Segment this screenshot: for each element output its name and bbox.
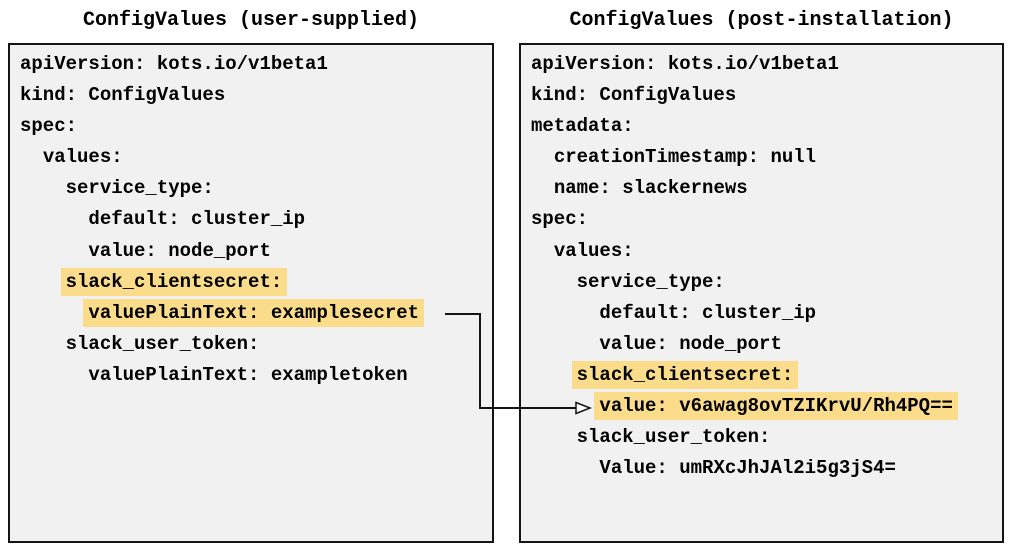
- yaml-indent: [531, 177, 554, 199]
- yaml-indent: [20, 146, 43, 168]
- yaml-line: spec:: [531, 204, 996, 235]
- yaml-text: metadata:: [531, 115, 634, 138]
- yaml-text: values:: [553, 239, 634, 262]
- yaml-text: value: node_port: [88, 239, 271, 262]
- yaml-line: Value: umRXcJhJAl2i5g3jS4=: [531, 453, 996, 484]
- yaml-line: valuePlainText: exampletoken: [20, 360, 486, 391]
- yaml-text: kind: ConfigValues: [531, 84, 737, 107]
- yaml-indent: [20, 208, 88, 230]
- yaml-line-highlighted: slack_clientsecret:: [531, 360, 996, 391]
- yaml-line: default: cluster_ip: [531, 298, 996, 329]
- yaml-text: name: slackernews: [553, 177, 748, 200]
- yaml-text: service_type:: [576, 270, 725, 293]
- yaml-indent: [531, 271, 577, 293]
- yaml-line: values:: [531, 236, 996, 267]
- config-panel-user-supplied: apiVersion: kots.io/v1beta1 kind: Config…: [8, 43, 494, 543]
- yaml-text: kind: ConfigValues: [20, 84, 226, 107]
- yaml-indent: [20, 302, 88, 324]
- left-panel-title: ConfigValues (user-supplied): [82, 9, 420, 32]
- yaml-line: default: cluster_ip: [20, 204, 486, 235]
- yaml-text: valuePlainText: exampletoken: [88, 363, 408, 386]
- yaml-line: spec:: [20, 111, 486, 142]
- yaml-line: creationTimestamp: null: [531, 142, 996, 173]
- yaml-indent: [531, 333, 599, 355]
- yaml-text: value: node_port: [599, 332, 782, 355]
- yaml-line: values:: [20, 142, 486, 173]
- yaml-line-highlighted: valuePlainText: examplesecret: [20, 298, 486, 329]
- yaml-indent: [531, 240, 554, 262]
- yaml-line: kind: ConfigValues: [531, 80, 996, 111]
- yaml-line: apiVersion: kots.io/v1beta1: [20, 49, 486, 80]
- yaml-indent: [20, 177, 66, 199]
- yaml-text: spec:: [531, 208, 589, 231]
- yaml-line: slack_user_token:: [531, 422, 996, 453]
- yaml-text: values:: [42, 146, 123, 169]
- yaml-line: value: node_port: [20, 236, 486, 267]
- yaml-code-block: apiVersion: kots.io/v1beta1 kind: Config…: [521, 45, 1002, 484]
- yaml-line: value: node_port: [531, 329, 996, 360]
- yaml-line-highlighted: slack_clientsecret:: [20, 267, 486, 298]
- yaml-indent: [20, 271, 66, 293]
- yaml-text: apiVersion: kots.io/v1beta1: [531, 53, 839, 75]
- yaml-indent: [20, 333, 66, 355]
- yaml-indent: [531, 395, 599, 417]
- yaml-code-block: apiVersion: kots.io/v1beta1 kind: Config…: [10, 45, 492, 391]
- yaml-text: Value: umRXcJhJAl2i5g3jS4=: [599, 457, 896, 480]
- yaml-text: slack_user_token:: [65, 332, 260, 355]
- yaml-indent: [531, 457, 599, 479]
- yaml-line: kind: ConfigValues: [20, 80, 486, 111]
- yaml-line: service_type:: [20, 173, 486, 204]
- yaml-text: default: cluster_ip: [88, 208, 306, 231]
- yaml-indent: [531, 364, 577, 386]
- highlighted-yaml-text: value: v6awag8ovTZIKrvU/Rh4PQ==: [594, 392, 958, 421]
- yaml-text: creationTimestamp: null: [553, 146, 817, 169]
- yaml-line: service_type:: [531, 267, 996, 298]
- yaml-indent: [20, 364, 88, 386]
- yaml-text: default: cluster_ip: [599, 301, 817, 324]
- yaml-indent: [531, 146, 554, 168]
- yaml-line: apiVersion: kots.io/v1beta1: [531, 49, 996, 80]
- yaml-indent: [531, 426, 577, 448]
- highlighted-yaml-text: slack_clientsecret:: [60, 267, 288, 296]
- yaml-text: slack_user_token:: [576, 426, 771, 449]
- highlighted-yaml-text: valuePlainText: examplesecret: [83, 298, 425, 327]
- right-panel-title: ConfigValues (post-installation): [569, 9, 954, 32]
- yaml-text: apiVersion: kots.io/v1beta1: [20, 53, 328, 75]
- yaml-text: spec:: [20, 115, 78, 138]
- yaml-text: service_type:: [65, 177, 214, 200]
- config-panel-post-installation: apiVersion: kots.io/v1beta1 kind: Config…: [519, 43, 1004, 543]
- yaml-line: metadata:: [531, 111, 996, 142]
- yaml-line: slack_user_token:: [20, 329, 486, 360]
- yaml-line-highlighted: value: v6awag8ovTZIKrvU/Rh4PQ==: [531, 391, 996, 422]
- yaml-line: name: slackernews: [531, 173, 996, 204]
- highlighted-yaml-text: slack_clientsecret:: [571, 360, 799, 389]
- yaml-indent: [531, 302, 599, 324]
- yaml-indent: [20, 240, 88, 262]
